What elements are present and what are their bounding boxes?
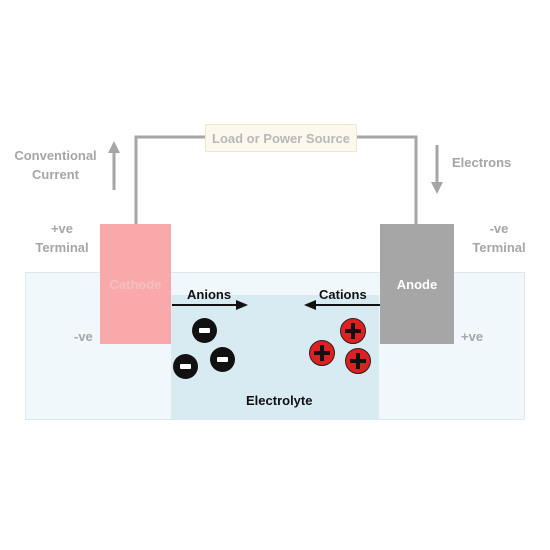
cation [340, 318, 366, 344]
anion [173, 354, 198, 379]
cation-direction-arrow [304, 300, 380, 310]
minus-sign-icon [217, 357, 228, 362]
plus-sign-icon [350, 353, 366, 369]
plus-sign-icon [314, 345, 330, 361]
conventional-current-line1: Conventional [14, 148, 97, 163]
right-sign-label: +ve [461, 329, 484, 344]
conventional-current-line2: Current [32, 167, 79, 182]
anode-label: Anode [396, 276, 438, 292]
electrolyte-region [171, 295, 379, 420]
minus-sign-icon [180, 364, 191, 369]
left-terminal-label: +ve Terminal [22, 219, 102, 257]
electrolyte-label: Electrolyte [246, 393, 313, 408]
anion-direction-arrow [172, 300, 248, 310]
anode-electrode: Anode [380, 224, 454, 344]
cation [345, 348, 371, 374]
left-terminal-line2: Terminal [35, 240, 89, 255]
plus-sign-icon [345, 323, 361, 339]
anion [210, 347, 235, 372]
conventional-current-arrow [108, 141, 120, 190]
electron-flow-arrow [431, 145, 443, 194]
right-terminal-label: -ve Terminal [459, 219, 539, 257]
conventional-current-label: Conventional Current [8, 146, 103, 184]
load-label: Load or Power Source [212, 130, 350, 146]
cations-label: Cations [319, 287, 367, 302]
electrons-label: Electrons [452, 155, 512, 170]
load-box: Load or Power Source [205, 124, 357, 152]
cation [309, 340, 335, 366]
left-sign-label: -ve [74, 329, 93, 344]
cathode-electrode: Cathode [100, 224, 171, 344]
minus-sign-icon [199, 328, 210, 333]
right-terminal-line1: -ve [489, 221, 509, 236]
circuit-wire [134, 135, 418, 224]
anions-label: Anions [187, 287, 232, 302]
left-terminal-line1: +ve [50, 221, 74, 236]
anion [192, 318, 217, 343]
right-terminal-line2: Terminal [472, 240, 526, 255]
cathode-label: Cathode [109, 276, 162, 292]
